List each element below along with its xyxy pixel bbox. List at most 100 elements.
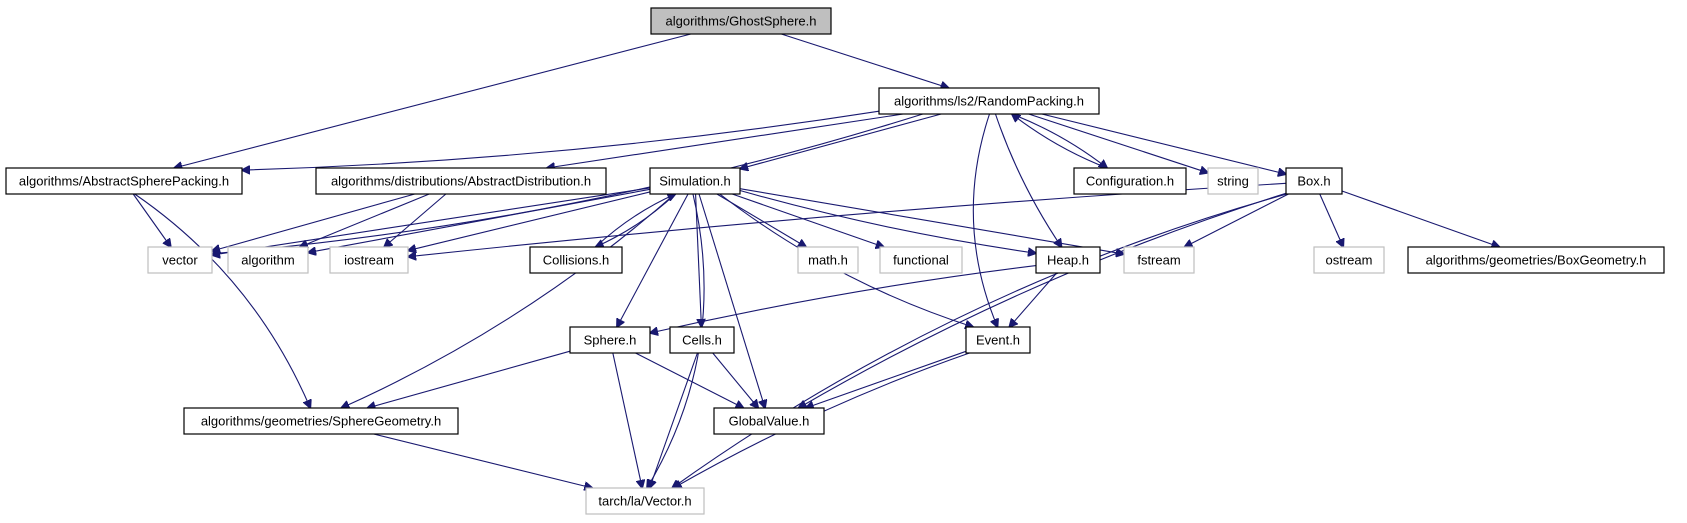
- edge-random-to-config: [1011, 113, 1107, 168]
- node-label: algorithms/geometries/SphereGeometry.h: [201, 414, 441, 429]
- node-label: tarch/la/Vector.h: [598, 494, 691, 509]
- node-vectorh: tarch/la/Vector.h: [585, 487, 705, 515]
- node-label: Cells.h: [682, 333, 722, 348]
- node-functional: functional: [879, 246, 963, 274]
- node-box: [227, 246, 309, 274]
- edge-box-to-ostream: [1319, 193, 1343, 247]
- edge-simulation-to-globalvalue: [698, 193, 765, 408]
- node-label: fstream: [1137, 253, 1180, 268]
- node-label: Heap.h: [1047, 253, 1089, 268]
- node-algorithm: algorithm: [227, 246, 309, 274]
- node-absdist[interactable]: algorithms/distributions/AbstractDistrib…: [315, 167, 607, 195]
- node-box: [797, 246, 859, 274]
- edge-random-to-box: [1041, 113, 1286, 174]
- edge-simulation-to-heap: [739, 190, 1036, 254]
- node-label: Configuration.h: [1086, 174, 1174, 189]
- node-label: algorithms/GhostSphere.h: [665, 14, 816, 29]
- edge-collisions-to-simulation: [595, 194, 676, 248]
- edge-simulation-to-vector: [212, 187, 651, 255]
- node-event[interactable]: Event.h: [965, 326, 1031, 354]
- node-sphere[interactable]: Sphere.h: [569, 326, 651, 354]
- node-box: [147, 246, 213, 274]
- edge-simulation-to-iostream: [408, 191, 651, 251]
- edge-abstract-to-vector: [132, 193, 171, 247]
- edge-absdist-to-vector: [212, 193, 415, 251]
- edge-random-to-abstract: [242, 110, 880, 170]
- node-ghost[interactable]: algorithms/GhostSphere.h: [650, 7, 832, 35]
- node-box: [315, 167, 607, 195]
- node-label: Simulation.h: [659, 174, 731, 189]
- edge-sphere-to-globalvalue: [635, 352, 744, 408]
- edge-absdist-to-algorithm: [300, 193, 430, 247]
- node-collisions[interactable]: Collisions.h: [529, 246, 623, 274]
- edge-sphere-to-vectorh: [612, 352, 642, 488]
- node-box: [1407, 246, 1665, 274]
- node-vector: vector: [147, 246, 213, 274]
- edge-random-to-simulation: [740, 113, 942, 169]
- edge-absdist-to-iostream: [384, 193, 447, 247]
- edge-box-to-boxgeom: [1341, 190, 1499, 247]
- node-box: [669, 326, 735, 354]
- node-config[interactable]: Configuration.h: [1073, 167, 1187, 195]
- node-fstream: fstream: [1123, 246, 1195, 274]
- node-random[interactable]: algorithms/ls2/RandomPacking.h: [878, 87, 1100, 115]
- node-boxgeom[interactable]: algorithms/geometries/BoxGeometry.h: [1407, 246, 1665, 274]
- edge-config-to-random: [1012, 114, 1108, 169]
- edge-cells-to-globalvalue: [712, 352, 758, 408]
- node-box: [879, 246, 963, 274]
- node-box: [1207, 167, 1259, 195]
- edge-sphere-to-spheregeom: [367, 350, 571, 408]
- edge-heap-to-event: [1009, 272, 1058, 327]
- node-spheregeom[interactable]: algorithms/geometries/SphereGeometry.h: [183, 407, 459, 435]
- node-simulation[interactable]: Simulation.h: [649, 167, 741, 195]
- node-box: [183, 407, 459, 435]
- node-cells[interactable]: Cells.h: [669, 326, 735, 354]
- edge-box-to-globalvalue: [799, 192, 1287, 408]
- node-box: [1285, 167, 1343, 195]
- node-string: string: [1207, 167, 1259, 195]
- node-label: algorithm: [241, 253, 294, 268]
- edge-simulation-to-cells: [695, 193, 702, 327]
- node-ostream: ostream: [1313, 246, 1385, 274]
- node-label: algorithms/ls2/RandomPacking.h: [894, 94, 1084, 109]
- edge-abstract-to-spheregeom: [134, 193, 311, 408]
- node-label: Event.h: [976, 333, 1020, 348]
- node-label: math.h: [808, 253, 848, 268]
- node-label: Collisions.h: [543, 253, 609, 268]
- edge-ghost-to-random: [781, 33, 948, 88]
- node-box: [965, 326, 1031, 354]
- edge-simulation-to-spheregeom: [341, 193, 676, 408]
- node-abstract[interactable]: algorithms/AbstractSpherePacking.h: [5, 167, 243, 195]
- node-label: algorithms/geometries/BoxGeometry.h: [1426, 253, 1647, 268]
- node-box: [569, 326, 651, 354]
- node-box: [649, 167, 741, 195]
- edge-box-to-fstream: [1185, 193, 1289, 247]
- node-box: [650, 7, 832, 35]
- node-box: [529, 246, 623, 274]
- edge-simulation-to-algorithm: [308, 188, 651, 252]
- node-box: [329, 246, 409, 274]
- node-box[interactable]: Box.h: [1285, 167, 1343, 195]
- node-box: [585, 487, 705, 515]
- node-label: algorithms/distributions/AbstractDistrib…: [331, 174, 591, 189]
- edge-spheregeom-to-vectorh: [373, 433, 593, 488]
- node-label: functional: [893, 253, 949, 268]
- node-label: iostream: [344, 253, 394, 268]
- node-label: Sphere.h: [584, 333, 637, 348]
- node-box: [1073, 167, 1187, 195]
- node-globalvalue[interactable]: GlobalValue.h: [713, 407, 825, 435]
- nodes: algorithms/GhostSphere.h algorithms/ls2/R…: [5, 7, 1665, 515]
- edge-cells-to-vectorh: [650, 352, 698, 488]
- node-iostream: iostream: [329, 246, 409, 274]
- node-heap[interactable]: Heap.h: [1035, 246, 1101, 274]
- node-box: [713, 407, 825, 435]
- node-box: [1035, 246, 1101, 274]
- node-label: ostream: [1326, 253, 1373, 268]
- edge-random-to-heap: [994, 113, 1061, 247]
- node-math: math.h: [797, 246, 859, 274]
- edge-event-to-globalvalue: [806, 350, 967, 408]
- edge-random-to-absdist: [547, 113, 904, 168]
- edge-simulation-to-sphere: [617, 193, 689, 327]
- edge-ghost-to-abstract: [174, 33, 692, 168]
- node-label: string: [1217, 174, 1249, 189]
